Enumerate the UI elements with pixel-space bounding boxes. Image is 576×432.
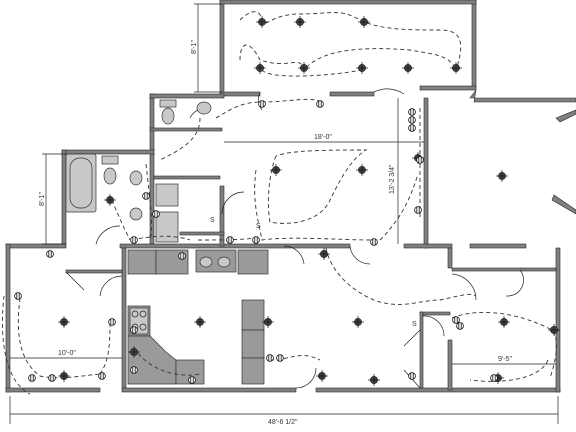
ceiling-light-icon [58,370,70,382]
outlet-icon [48,374,56,382]
ceiling-light-icon [194,316,206,328]
top-room-height-dim: 8'-1" [191,40,198,54]
exterior-walls [5,0,576,393]
outlet-icon [142,192,150,200]
ceiling-light-icon [316,370,328,382]
outlet-icon [408,108,416,116]
ceiling-light-icon [294,16,306,28]
kitchen-sink [199,256,213,268]
washer [155,183,179,207]
ceiling-light-icon [450,62,462,74]
ceiling-light-icon [270,164,282,176]
outlet-icon [130,236,138,244]
living-height-dim: 13'-2 3/4" [389,164,396,194]
ceiling-light-icon [104,194,116,206]
switches: S S S [210,217,417,328]
ceiling-light-icon [128,346,140,358]
outlet-icon [188,376,196,384]
outlet-icon [14,292,22,300]
outlet-icon [252,236,260,244]
ceiling-light-icon [352,316,364,328]
outlet-icon [408,116,416,124]
ceiling-light-icon [58,316,70,328]
ceiling-light-icon [368,374,380,386]
outlet-icon [46,250,54,258]
living-width-dim: 18'-0" [314,134,332,141]
toilet-2 [161,107,175,125]
overall-width-dim: 48'-6 1/2" [268,419,298,426]
outlet-icon [108,318,116,326]
outlet-icon [416,156,424,164]
bath-height-dim: 8'-1" [39,192,46,206]
ceiling-light-icon [402,62,414,74]
door-swings [65,88,524,389]
ceiling-light-icon [356,62,368,74]
bath-fixtures [65,99,212,243]
outlet-icon [130,326,138,334]
outlet-icon [98,372,106,380]
outlet-icon [452,316,460,324]
ceiling-light-icon [254,62,266,74]
ceiling-light-icon [358,16,370,28]
outlet-icon [408,124,416,132]
outlet-icon [178,252,186,260]
outlet-icon [28,374,36,382]
ceiling-light-icon [318,248,330,260]
dryer [155,211,179,243]
outlet-icon [276,354,284,362]
outlet-icon [408,372,416,380]
left-room-width-dim: 10'-0" [58,350,76,357]
right-room-width-dim: 9'-5" [498,356,512,363]
outlet-icon [414,206,422,214]
switch-label: S [412,321,417,328]
outlet-icon [456,322,464,330]
ceiling-light-icon [256,16,268,28]
ceiling-light-icon [298,62,310,74]
outlet-icon [490,374,498,382]
outlet-icon [266,354,274,362]
ceiling-light-icon [356,164,368,176]
toilet [103,167,117,185]
outlet-icon [370,238,378,246]
ceiling-light-icon [548,324,560,336]
outlets [14,100,498,384]
outlet-icon [316,100,324,108]
outlet-icon [130,366,138,374]
ceiling-light-icon [496,170,508,182]
ceiling-light-icon [262,316,274,328]
switch-label: S [210,217,215,224]
dimension-lines: 8'-1" 8'-1" 18'-0" 13'-2 3/4" 10'-0" 9'-… [9,3,559,426]
outlet-icon [152,210,160,218]
ceiling-light-icon [498,316,510,328]
outlet-icon [258,100,266,108]
switch-label: S [256,223,261,230]
outlet-icon [226,236,234,244]
kitchen-cabinets [127,249,269,385]
